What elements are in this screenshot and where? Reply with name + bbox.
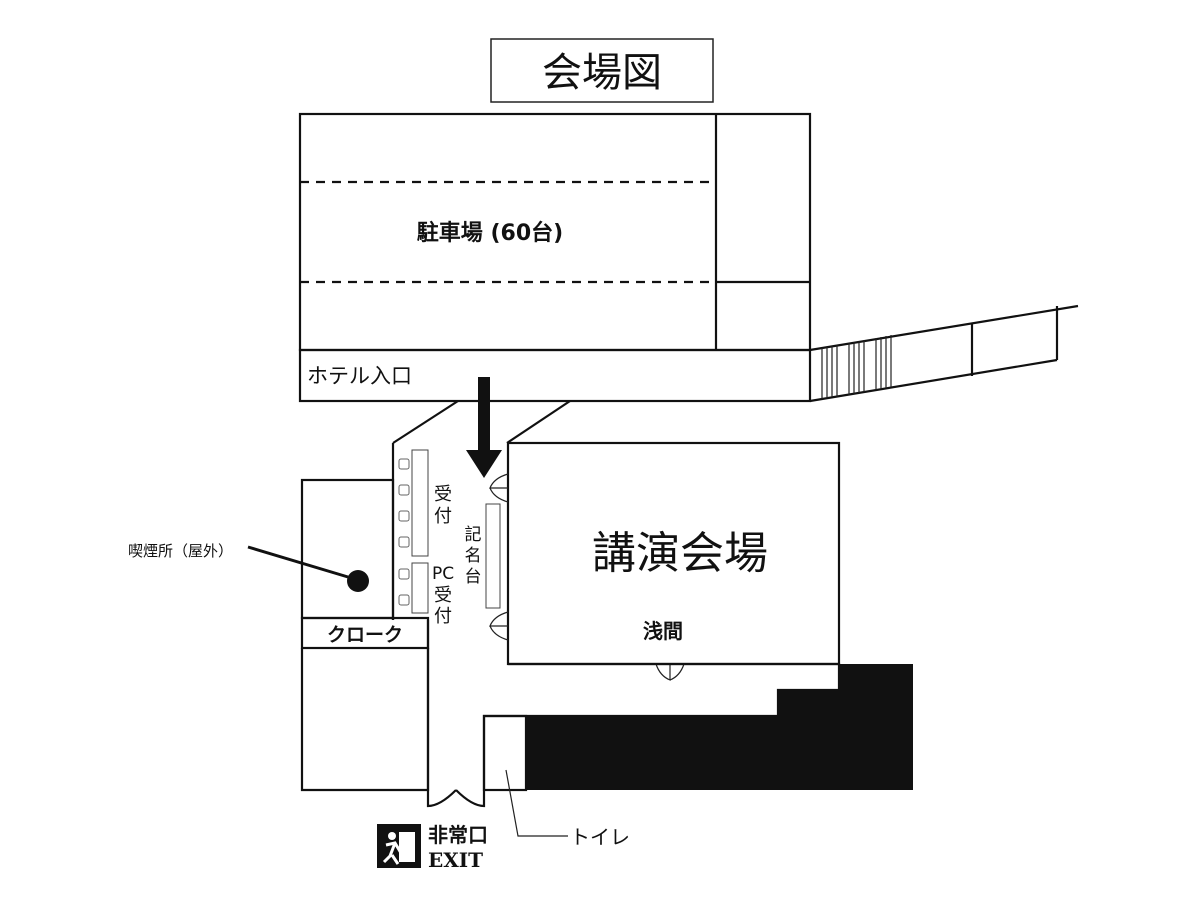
main-hall-label: 講演会場 [592,528,768,579]
service-area [526,664,913,790]
signing-table-label-2: 名 [465,546,482,566]
down-arrow-icon [466,377,502,478]
parking-label: 駐車場 (60台) [417,220,563,246]
emergency-exit-label: 非常口 [428,823,488,847]
signing-table-label-3: 台 [465,567,482,587]
stairs [821,335,892,399]
access-road [809,304,1079,403]
hall-door-bottom [489,611,509,641]
exit-label: EXIT [428,848,483,872]
emergency-exit-doors [426,789,486,808]
parking-lot: 駐車場 (60台) [298,112,812,352]
signing-table-label-1: 記 [465,525,482,545]
smoking-area: 喫煙所（屋外） [128,478,395,620]
pc-reception-label-1: PC [432,564,454,584]
smoking-area-label: 喫煙所（屋外） [128,542,233,560]
running-person-exit-icon [382,832,415,865]
pc-reception-label-3: 付 [434,606,452,627]
main-hall: 講演会場 浅間 [506,441,841,666]
title-text: 会場図 [542,50,662,96]
reception-desk: 受 付 [398,449,452,557]
reception-label-2: 付 [434,506,452,527]
reception-label-1: 受 [434,484,452,505]
signing-table: 記 名 台 [465,503,501,609]
hall-door-side [655,663,685,681]
hall-door-top [489,473,509,503]
toilet: トイレ [482,714,630,849]
map-title: 会場図 [490,38,714,103]
cloakroom: クローク [300,616,430,792]
pc-reception-label-2: 受 [434,585,452,606]
smoking-dot-icon [347,570,369,592]
pc-reception-desk: PC 受 付 [398,562,454,627]
hotel-entrance-label: ホテル入口 [307,364,412,388]
toilet-label: トイレ [570,825,630,849]
emergency-exit-sign: 非常口 EXIT [377,823,488,872]
cloakroom-label: クローク [327,624,403,646]
room-asama-label: 浅間 [643,619,683,643]
hotel-entrance-area: ホテル入口 [298,348,812,403]
